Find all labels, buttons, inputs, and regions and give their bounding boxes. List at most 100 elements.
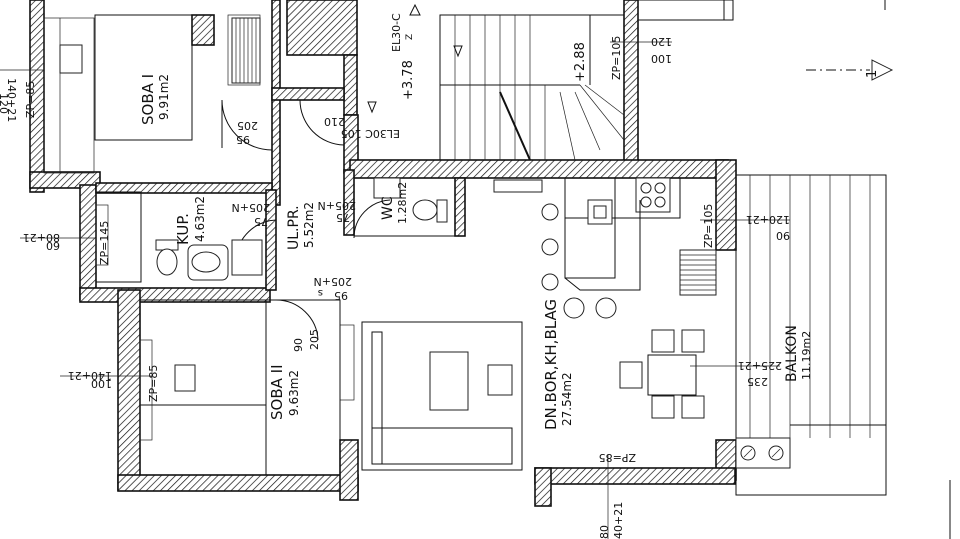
- room-soba1-area: 9.91m2: [157, 74, 171, 120]
- soba1-window-frame: [43, 17, 95, 174]
- window-radiator-right: [679, 249, 717, 296]
- label-h378: +3.78: [401, 60, 416, 100]
- label-80-kup: 80+21: [23, 231, 60, 244]
- wall-corridor-top: [271, 87, 345, 101]
- balcony: [735, 174, 887, 496]
- label-d205n-hall: 205+N: [314, 275, 352, 288]
- wall-kup-top: [95, 182, 273, 194]
- hob-icon: [635, 177, 671, 213]
- room-dnevni-name: DN.BOR,KH,BLAG: [542, 299, 560, 430]
- room-soba2-area: 9.63m2: [287, 370, 301, 416]
- label-el30-105: EL30C 105: [341, 127, 400, 140]
- label-120-top: 120: [651, 35, 672, 48]
- wall-kup-right: [265, 189, 277, 291]
- bar-stools: [563, 297, 617, 319]
- label-el30-210: 210: [324, 115, 345, 128]
- soba1-radiator: [231, 17, 261, 84]
- wall-soba2-left: [117, 289, 141, 491]
- label-140-left: 140+21: [5, 78, 18, 122]
- wall-dn-right-upper: [715, 159, 737, 251]
- label-100-soba2: 100: [91, 377, 112, 390]
- room-ulpr-name: UL.PR.: [286, 205, 302, 250]
- wc-toilet-icon: [412, 199, 448, 223]
- wall-soba2-right-bottom: [339, 439, 359, 501]
- kitchen-counter: [564, 177, 681, 279]
- door-swing-soba2: [275, 299, 319, 341]
- label-d95-hall: 95: [334, 289, 348, 302]
- label-h288: +2.88: [573, 42, 588, 82]
- door-swing-wc: [353, 199, 391, 239]
- soba1-wardrobe: [94, 14, 193, 141]
- stair-arrow: [453, 45, 463, 58]
- tv-cabinet: [339, 324, 355, 401]
- label-zp85-left: ZP=85: [24, 81, 37, 118]
- kup-toilet-icon: [155, 239, 179, 276]
- room-soba1-name: SOBA I: [139, 74, 157, 125]
- label-40-bottom: 40+21: [612, 502, 625, 539]
- wall-dn-bottom: [534, 467, 736, 485]
- door-swing-soba1: [221, 99, 273, 151]
- label-el30-z: Z: [405, 34, 415, 40]
- wall-lamps: [541, 203, 559, 291]
- room-soba2-name: SOBA II: [268, 365, 286, 421]
- label-zp105-right: ZP=105: [702, 204, 715, 248]
- label-120-left: 120: [0, 93, 10, 114]
- label-60-kup: 60: [46, 239, 60, 252]
- label-d205n-wc: 205+N: [318, 199, 356, 212]
- label-90-right: 90: [776, 229, 790, 242]
- balcony-drain-icon-1: [740, 445, 756, 461]
- label-section-mark: 1: [865, 70, 880, 78]
- wall-top-mid: [191, 14, 215, 46]
- pouf: [487, 364, 513, 396]
- label-d75-kup: 75: [254, 215, 268, 228]
- label-zp85-soba2: ZP=85: [147, 365, 160, 402]
- sofa: [361, 321, 523, 471]
- up-arrow-icon: [409, 3, 421, 16]
- kup-sink-icon: [187, 244, 229, 281]
- label-d90: 90: [292, 338, 305, 352]
- walls: [29, 0, 737, 507]
- wall-wc-left: [343, 169, 355, 236]
- coffee-table: [429, 351, 469, 411]
- wc-sink: [373, 177, 401, 199]
- label-d205: 205: [308, 329, 321, 350]
- label-d205-top: 205: [237, 119, 258, 132]
- wall-stair-mid: [343, 54, 358, 116]
- soba2-wardrobe: [265, 299, 341, 476]
- label-el30-top: EL30-C: [390, 13, 403, 52]
- door-swing-stair: [299, 99, 345, 146]
- label-140-soba2: 140+21: [68, 369, 112, 382]
- top-window-right: [637, 0, 734, 21]
- label-zp85-bottom: ZP=85: [599, 451, 636, 464]
- room-balkon-area: 11.19m2: [800, 331, 813, 380]
- wall-soba1-right: [271, 0, 281, 206]
- soba1-chair: [59, 44, 83, 74]
- label-225: 225+21: [738, 359, 782, 372]
- section-arrow-icon: [871, 59, 894, 81]
- kup-window: [95, 204, 109, 266]
- kitchen-island: [564, 200, 641, 291]
- label-zp105-top: ZP=105: [610, 36, 623, 80]
- label-d-s: s: [318, 287, 323, 298]
- wall-dn-bottom-left: [534, 467, 552, 507]
- wall-dn-top: [349, 159, 729, 179]
- label-d75-wc: 75: [336, 211, 350, 224]
- labels: SOBA I 9.91m2 KUP. 4.63m2 UL.PR. 5.52m2 …: [0, 13, 880, 539]
- dining-table: [619, 329, 705, 419]
- soba2-window: [139, 339, 153, 441]
- room-wc-area: 1.28m2: [396, 182, 409, 224]
- room-wc-name: WC: [380, 196, 396, 220]
- label-80-bottom: 80: [598, 525, 611, 539]
- wall-stair-right: [623, 0, 639, 173]
- label-zp145: ZP=145: [98, 221, 111, 265]
- wall-stair-left-block: [286, 0, 358, 56]
- label-d95-top: 95: [236, 133, 250, 146]
- staircase: [439, 14, 625, 161]
- wall-kup-left: [79, 184, 97, 301]
- label-100-top: 100: [651, 52, 672, 65]
- room-dnevni-area: 27.54m2: [560, 372, 574, 426]
- label-d205n-kup: 205+N: [232, 201, 270, 214]
- wall-soba1-bottom-left: [29, 171, 101, 189]
